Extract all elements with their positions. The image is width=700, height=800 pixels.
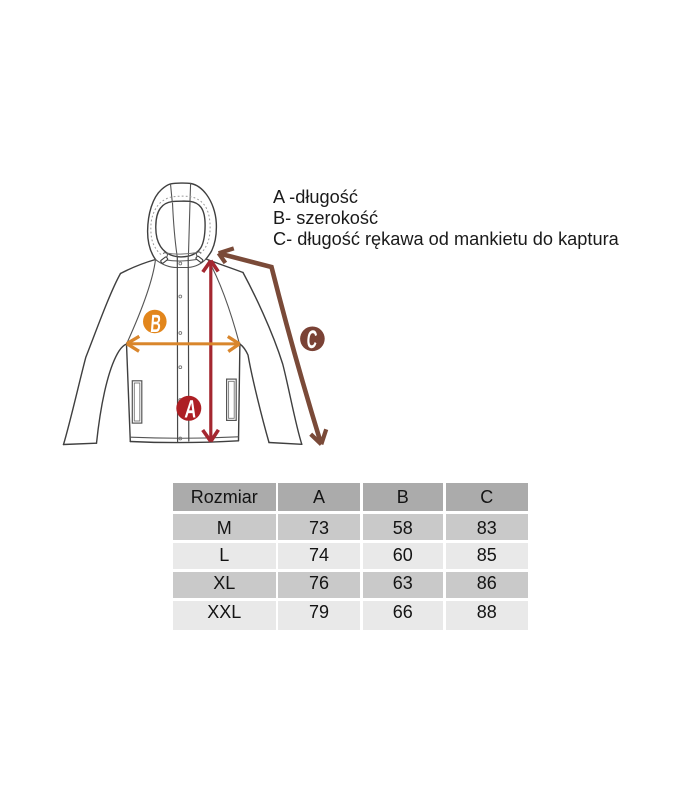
svg-text:B: B <box>149 310 162 338</box>
svg-text:A: A <box>184 396 198 423</box>
svg-text:C: C <box>306 326 319 354</box>
